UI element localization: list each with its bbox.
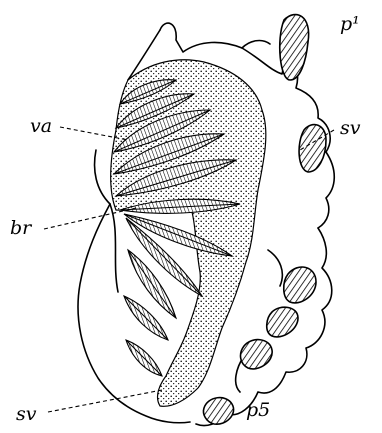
label-p1: p¹ [340,13,360,35]
appendage-p5 [203,398,233,425]
leader-sv-bottom [48,390,162,412]
appendage-p1 [280,15,309,80]
appendage-right-lower [267,307,298,337]
label-va: va [30,115,52,137]
label-sv-right: sv [340,117,361,139]
label-br: br [10,217,33,239]
appendage-right-middle [284,267,316,303]
label-p5: p5 [246,399,270,421]
appendage-bottom [241,340,273,369]
leader-br [44,208,136,229]
label-sv-bottom: sv [16,403,37,425]
